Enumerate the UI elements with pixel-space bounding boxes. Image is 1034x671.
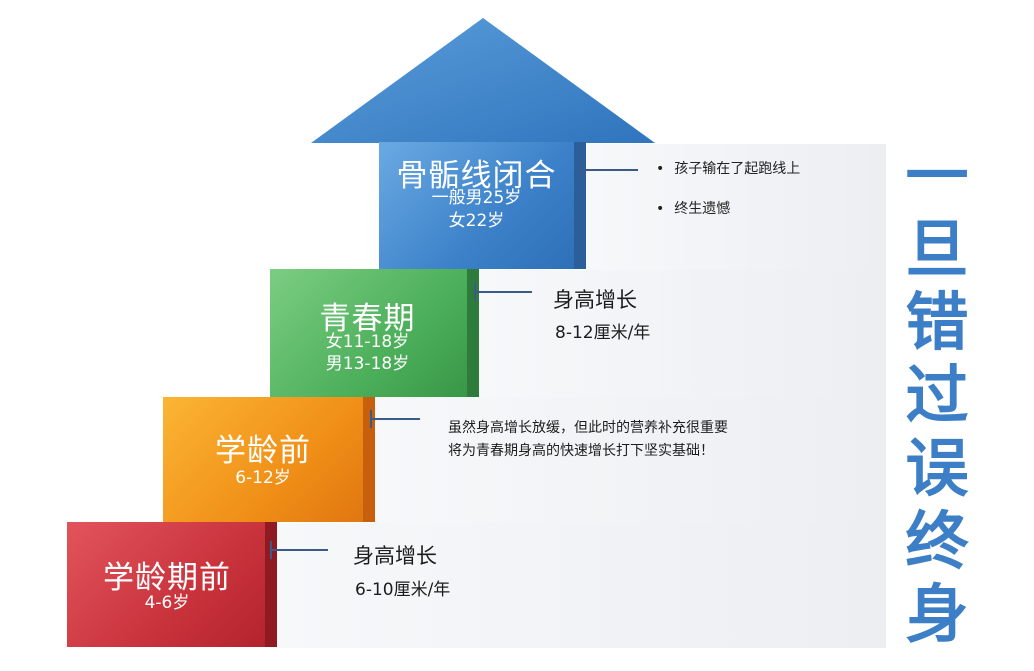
panel-row-3: [470, 269, 886, 397]
vertical-title-char: 一: [905, 140, 969, 213]
vertical-title: 一 旦 错 过 误 终 身: [897, 140, 977, 651]
vertical-title-char: 身: [905, 578, 969, 651]
stage-block-preschool-early: 学龄期前 4-6岁: [67, 522, 277, 647]
bullet-item: 孩子输在了起跑线上: [656, 158, 800, 178]
stage-stripe: [467, 269, 479, 397]
connector-preschool: [370, 410, 420, 428]
stage-title: 学龄前: [215, 433, 311, 469]
stage-title: 青春期: [319, 301, 416, 337]
annotation-value: 8-12厘米/年: [555, 323, 651, 343]
stage-sub: 一般男25岁: [431, 188, 522, 208]
connector-closure: [580, 161, 638, 179]
vertical-title-char: 终: [905, 505, 969, 578]
arrow-head-shape: [311, 18, 655, 143]
stage-stripe: [363, 397, 375, 522]
vertical-title-char: 错: [905, 286, 969, 359]
connector-puberty: [474, 283, 532, 301]
stage-sub: 女22岁: [448, 211, 505, 231]
connector-preschool-early: [270, 541, 328, 559]
stage-title: 学龄期前: [103, 560, 231, 596]
stage-block-puberty: 青春期 女11-18岁 男13-18岁: [270, 269, 479, 397]
vertical-title-char: 旦: [905, 213, 969, 286]
stage-title: 骨骺线闭合: [396, 158, 557, 194]
bullet-item: 终生遗憾: [656, 198, 730, 218]
stage-block-closure: 骨骺线闭合 一般男25岁 女22岁: [379, 142, 586, 269]
vertical-title-char: 过: [905, 359, 969, 432]
annotation-line: 虽然身高增长放缓，但此时的营养补充很重要: [448, 420, 728, 436]
annotation-title: 身高增长: [353, 544, 437, 568]
annotation-title: 身高增长: [553, 288, 637, 312]
stage-block-preschool: 学龄前 6-12岁: [163, 397, 375, 522]
panel-row-2: [370, 396, 886, 523]
stage-sub: 男13-18岁: [325, 354, 410, 374]
stage-stripe: [265, 522, 277, 647]
stage-sub: 女11-18岁: [325, 332, 410, 352]
stage-sub: 6-12岁: [235, 468, 291, 488]
annotation-line: 将为青春期身高的快速增长打下坚实基础！: [448, 443, 714, 459]
vertical-title-char: 误: [905, 432, 969, 505]
panel-row-1: [270, 522, 886, 648]
stage-stripe: [574, 142, 586, 269]
annotation-value: 6-10厘米/年: [355, 580, 451, 600]
stage-sub: 4-6岁: [144, 593, 190, 613]
